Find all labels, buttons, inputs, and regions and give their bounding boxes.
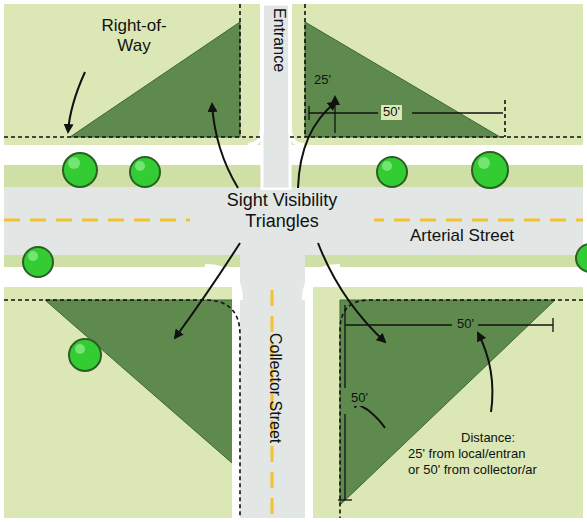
dimension-label: 50'	[381, 105, 402, 120]
sight-triangle	[45, 300, 240, 470]
dimension-line	[309, 97, 553, 500]
street-name: Arterial Street	[408, 226, 516, 246]
callout-label: Sight Visibility Triangles	[190, 190, 374, 231]
note-label: or 50' from collector/ar	[408, 463, 537, 478]
note-label: 25' from local/entran	[408, 447, 525, 462]
street-name: Collector Street	[266, 333, 284, 443]
dimension-label: 25'	[314, 73, 331, 88]
right-of-way-line	[4, 4, 583, 518]
arterial-road	[4, 187, 583, 255]
street-name: Entrance	[270, 8, 288, 72]
ground	[4, 4, 583, 518]
tree	[23, 152, 587, 371]
dimension-label: 50'	[455, 317, 476, 332]
entrance-road	[262, 4, 290, 189]
right-of-way-label: Right-of-Way	[98, 16, 170, 55]
collector-road	[240, 253, 305, 518]
dimension-label: 50'	[349, 391, 370, 406]
note-label: Distance:	[461, 431, 515, 446]
sight-triangle	[305, 22, 500, 137]
